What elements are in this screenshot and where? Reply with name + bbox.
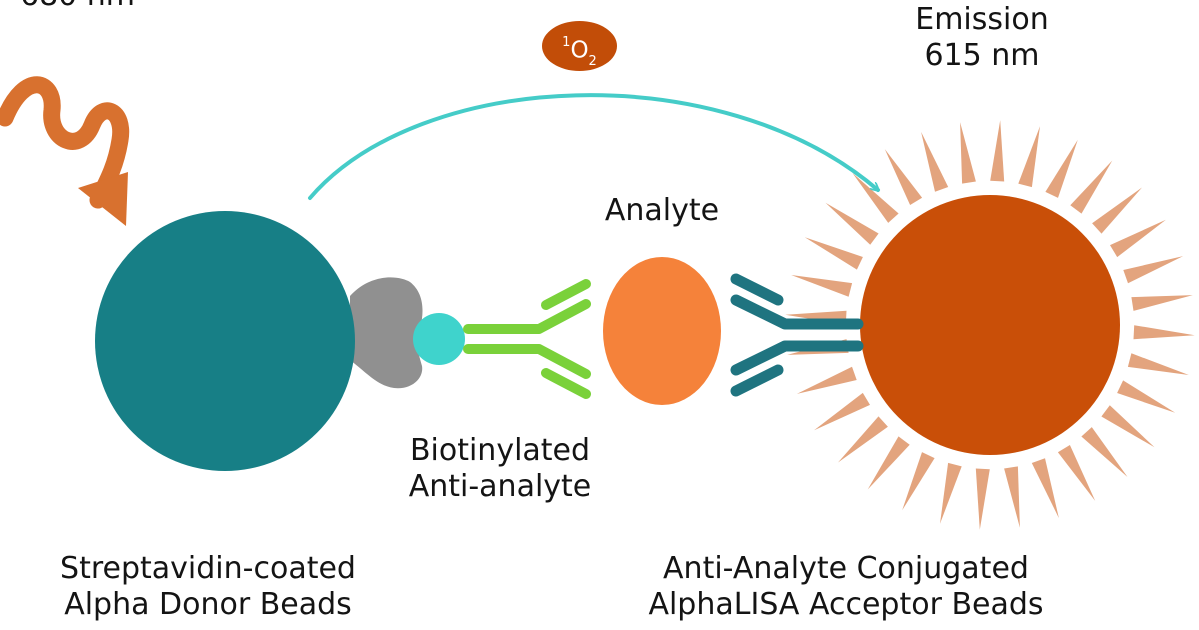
emission-label-line2: 615 nm <box>924 38 1040 73</box>
emission-ray <box>960 122 976 184</box>
analyte-label: Analyte <box>582 193 742 229</box>
analyte <box>603 257 721 405</box>
donor-label-line1: Streptavidin-coated <box>60 551 356 586</box>
emission-ray <box>1092 187 1142 234</box>
excitation-wavelength-text: 680 nm <box>20 0 135 13</box>
emission-ray <box>1133 325 1195 340</box>
energy-transfer-arrow <box>308 93 878 200</box>
donor-bead-label: Streptavidin-coated Alpha Donor Beads <box>8 551 408 623</box>
streptavidin <box>350 277 423 389</box>
singlet-oxygen-count: 2 <box>588 54 597 70</box>
emission-ray <box>921 131 949 192</box>
emission-ray <box>825 202 879 245</box>
biotin <box>413 313 465 365</box>
excitation-wavelength-label: 680 nm <box>20 0 210 14</box>
emission-ray <box>1004 466 1020 528</box>
emission-ray <box>838 416 888 463</box>
emission-label: Emission 615 nm <box>882 2 1082 74</box>
emission-ray <box>902 452 935 511</box>
emission-ray <box>852 173 899 223</box>
emission-ray <box>990 120 1005 182</box>
emission-ray <box>1018 126 1040 188</box>
emission-ray <box>1070 160 1113 214</box>
donor-label-line2: Alpha Donor Beads <box>64 587 352 622</box>
acceptor-bead <box>860 195 1120 455</box>
emission-ray <box>804 237 863 270</box>
emission-ray <box>1101 405 1155 448</box>
emission-ray <box>1031 458 1059 519</box>
emission-label-line1: Emission <box>915 2 1049 37</box>
emission-ray <box>796 366 857 394</box>
antibody-label-line1: Biotinylated <box>409 433 591 468</box>
emission-ray <box>1110 219 1166 258</box>
emission-ray <box>884 149 923 205</box>
emission-ray <box>1045 139 1078 198</box>
singlet-oxygen-badge: 1O2 <box>542 21 617 71</box>
emission-ray <box>867 436 910 490</box>
singlet-oxygen-mass: 1 <box>562 35 571 50</box>
emission-ray <box>1131 295 1193 311</box>
biotinylated-antibody-label: Biotinylated Anti-analyte <box>380 433 620 505</box>
acceptor-antibody <box>730 273 864 397</box>
antibody-label-line2: Anti-analyte <box>408 469 592 504</box>
emission-ray <box>975 468 990 530</box>
emission-ray <box>1123 256 1184 284</box>
emission-ray <box>1117 380 1176 413</box>
biotinylated-antibody <box>463 279 591 399</box>
emission-ray <box>791 275 853 297</box>
donor-bead <box>95 211 355 471</box>
acceptor-label-line1: Anti-Analyte Conjugated <box>663 551 1029 586</box>
emission-rays <box>785 120 1195 530</box>
emission-ray <box>814 392 870 431</box>
analyte-label-text: Analyte <box>604 193 720 228</box>
acceptor-label-line2: AlphaLISA Acceptor Beads <box>648 587 1044 622</box>
acceptor-bead-label: Anti-Analyte Conjugated AlphaLISA Accept… <box>596 551 1096 623</box>
excitation-wave-icon <box>0 76 130 226</box>
emission-ray <box>940 462 962 524</box>
emission-ray <box>1081 427 1128 477</box>
singlet-oxygen-element: O <box>570 37 589 64</box>
emission-ray <box>1057 445 1096 501</box>
emission-ray <box>1127 353 1189 375</box>
